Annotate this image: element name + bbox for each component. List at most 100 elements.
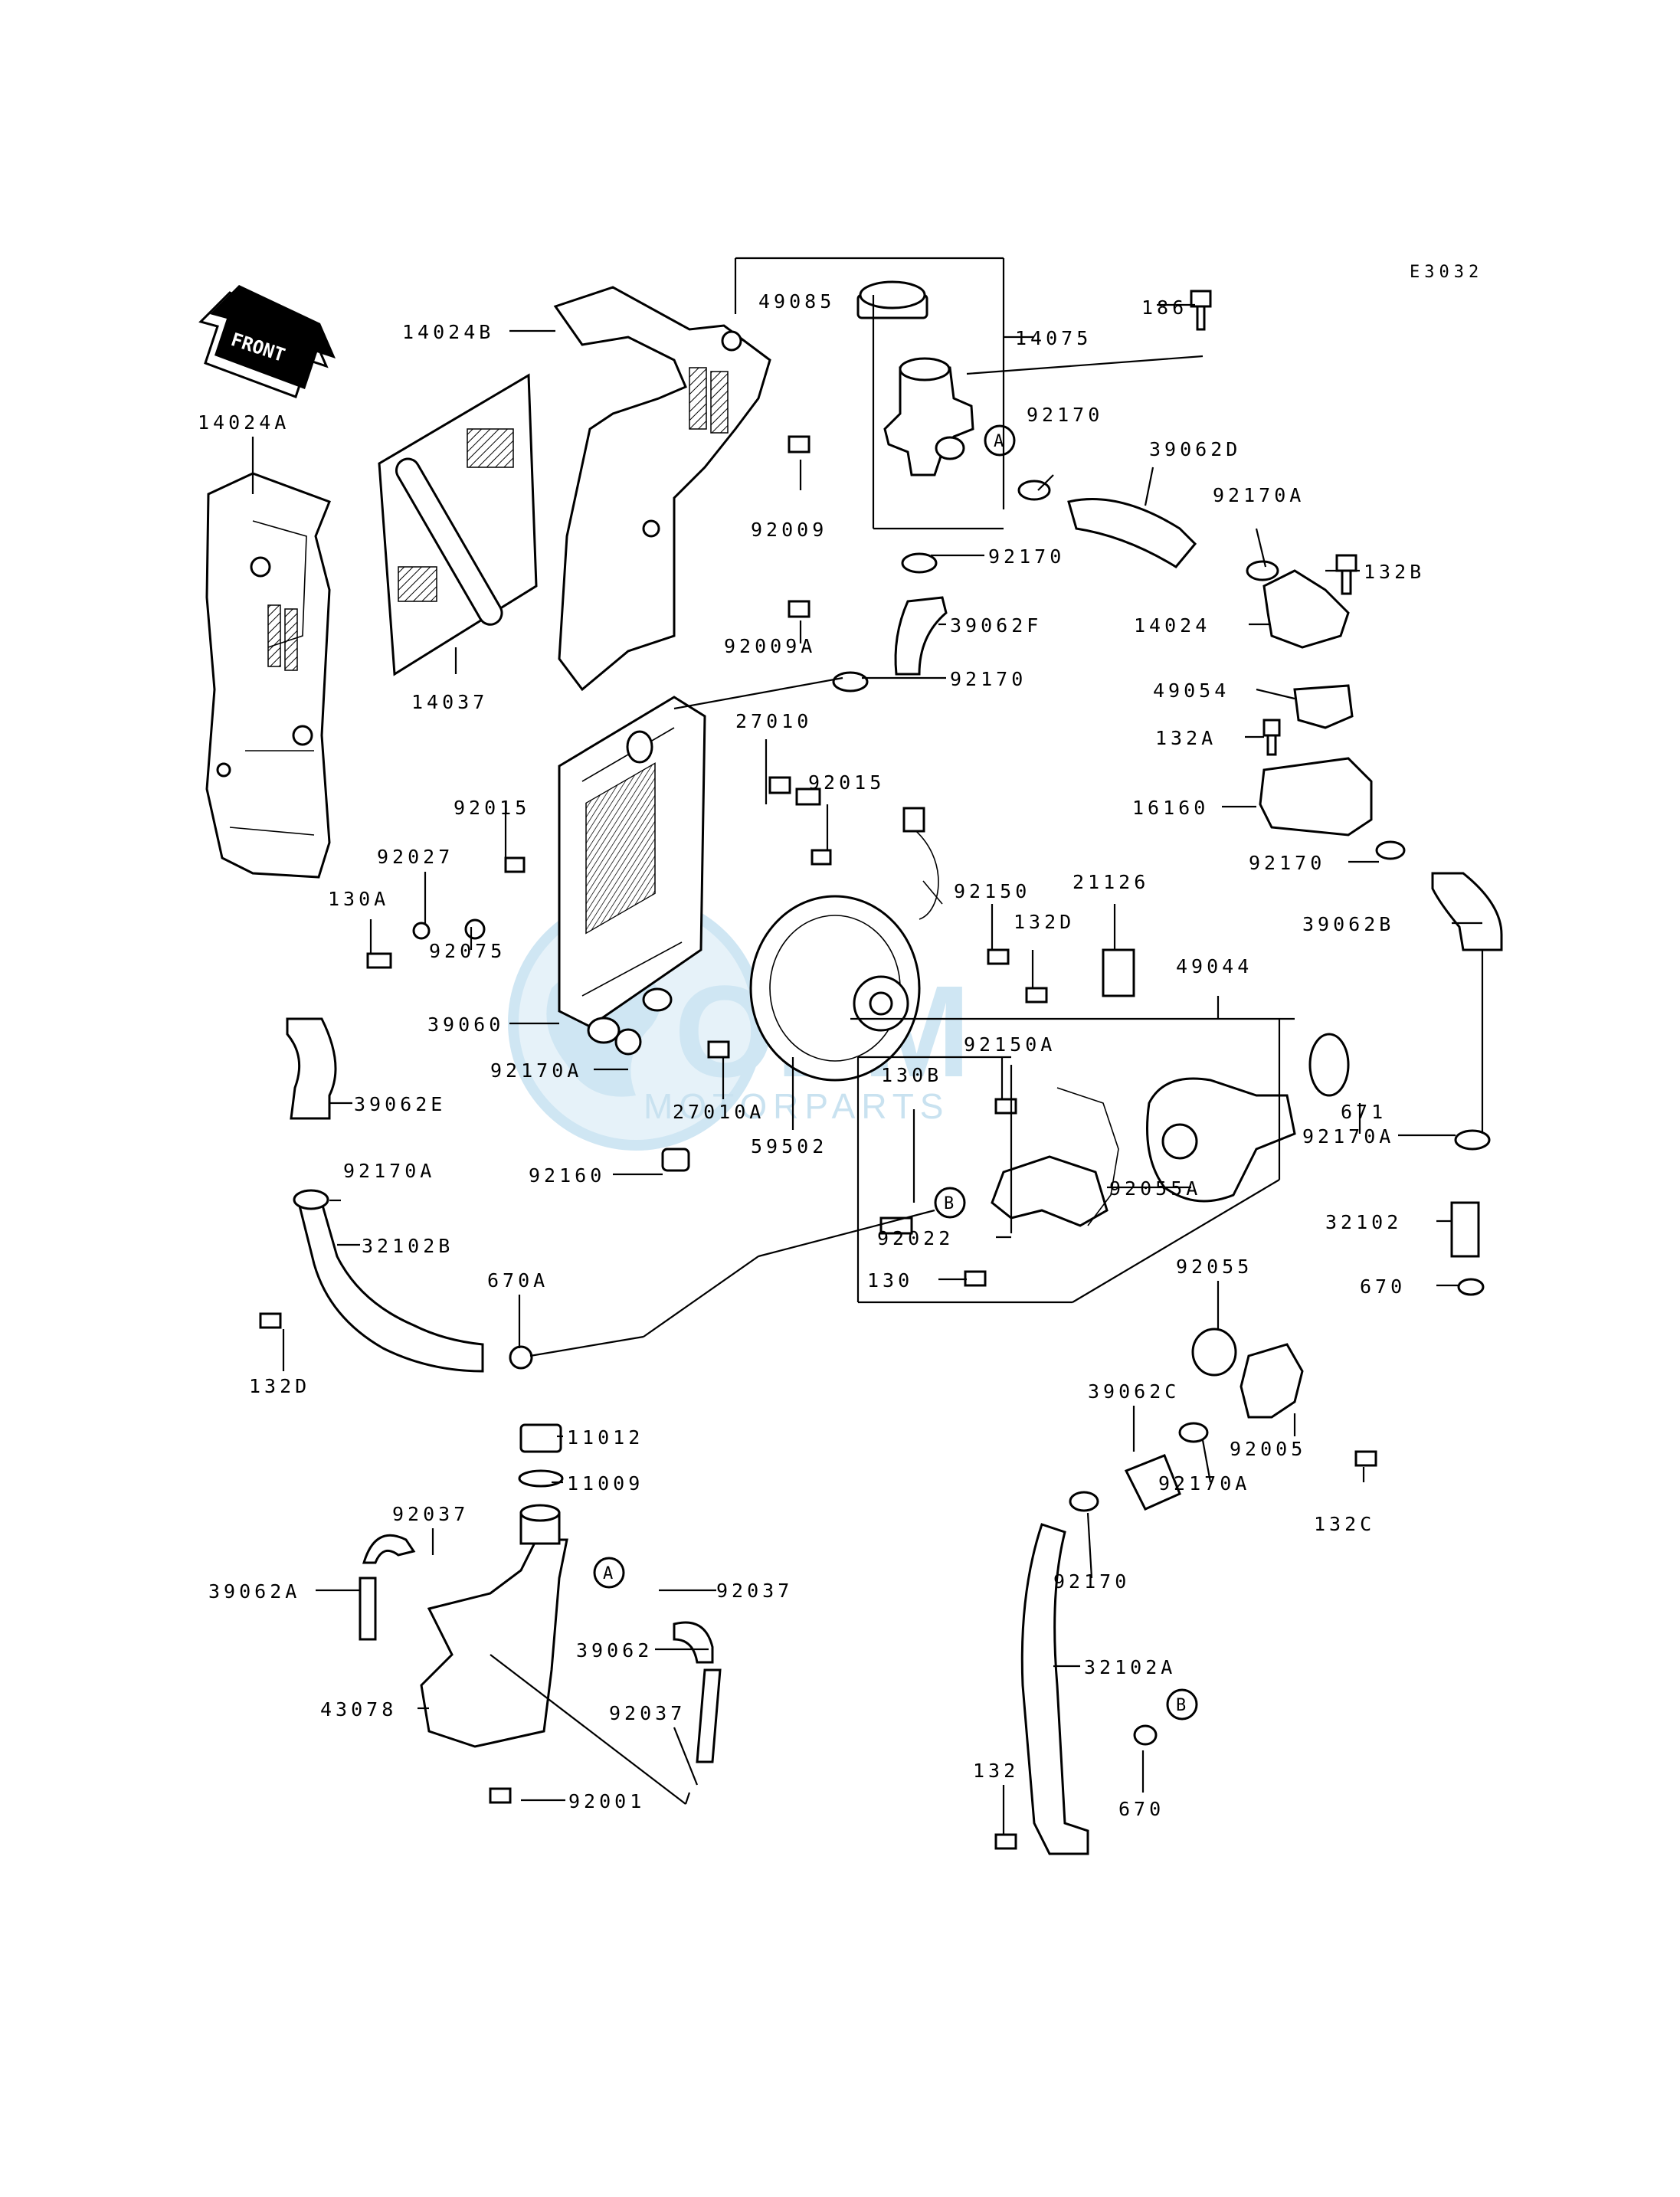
label-14024: 14024 — [1134, 614, 1210, 637]
label-59502: 59502 — [751, 1135, 827, 1157]
hose-39062c — [1124, 1454, 1181, 1511]
part-labels: 14024B 14024A 14037 92009 92009A 49085 1… — [198, 290, 1425, 1820]
label-92170-a: 92170 — [1027, 404, 1103, 426]
hose-39062e — [286, 1017, 337, 1120]
label-92037-c: 92037 — [609, 1702, 686, 1724]
o-ring-670a — [509, 1345, 533, 1370]
hose-39062 — [673, 1621, 714, 1664]
label-92022: 92022 — [877, 1227, 954, 1249]
label-92170-d: 92170 — [1249, 852, 1325, 874]
label-27010: 27010 — [735, 710, 812, 732]
pipe-32102b — [297, 1201, 484, 1373]
label-39062f: 39062F — [950, 614, 1042, 637]
label-39062c: 39062C — [1088, 1380, 1180, 1403]
pipe-32102a — [1020, 1523, 1089, 1855]
label-132b: 132B — [1364, 561, 1425, 583]
hose-39062b — [1431, 872, 1503, 951]
label-92170a-a: 92170A — [1213, 484, 1305, 506]
label-32102b: 32102B — [362, 1235, 454, 1257]
o-ring-670 — [1457, 1278, 1485, 1296]
callout-a-upper: A — [994, 432, 1004, 451]
label-92150: 92150 — [954, 880, 1030, 902]
label-670-a: 670 — [1360, 1275, 1406, 1298]
label-92037-b: 92037 — [716, 1580, 793, 1602]
label-16160: 16160 — [1132, 797, 1209, 819]
callout-b-lower: B — [1176, 1696, 1186, 1715]
label-92027: 92027 — [377, 846, 454, 868]
label-92170a-e: 92170A — [1158, 1472, 1250, 1495]
label-130a: 130A — [328, 888, 389, 910]
label-132a: 132A — [1155, 727, 1217, 749]
label-49054: 49054 — [1153, 679, 1230, 702]
thermostat-49054 — [1293, 684, 1354, 729]
label-14037: 14037 — [411, 691, 488, 713]
housing-16160 — [1259, 757, 1373, 837]
hose-39062d — [1067, 498, 1197, 568]
label-27010a: 27010A — [673, 1101, 765, 1123]
o-ring-92055 — [1191, 1328, 1237, 1377]
label-43078: 43078 — [320, 1698, 397, 1721]
label-39062e: 39062E — [354, 1093, 446, 1115]
pipe-32102 — [1450, 1201, 1480, 1258]
label-92170a-b: 92170A — [490, 1059, 582, 1082]
label-130b: 130B — [881, 1064, 942, 1086]
leader-lines — [251, 257, 1484, 1835]
callouts: A A B B — [593, 424, 1198, 1721]
label-14024b: 14024B — [402, 321, 494, 343]
label-92150a: 92150A — [964, 1033, 1056, 1056]
label-92170-e: 92170 — [1053, 1570, 1130, 1593]
label-92055: 92055 — [1176, 1256, 1253, 1278]
label-92170a-d: 92170A — [343, 1160, 435, 1182]
cap-11012 — [519, 1423, 562, 1453]
label-92009a: 92009A — [724, 635, 816, 657]
label-39062: 39062 — [576, 1639, 653, 1662]
label-92005: 92005 — [1230, 1438, 1306, 1460]
label-49085: 49085 — [758, 290, 835, 313]
callout-b-upper: B — [944, 1194, 954, 1213]
o-ring-670b — [1133, 1724, 1158, 1746]
water-pump-shape — [1146, 1077, 1296, 1203]
shroud-left-shape — [205, 472, 331, 879]
label-92075: 92075 — [429, 940, 506, 962]
label-21126: 21126 — [1073, 871, 1149, 893]
screen-shape — [378, 373, 538, 676]
label-92009: 92009 — [751, 519, 827, 541]
label-92170a-c: 92170A — [1302, 1125, 1394, 1148]
thermostat-housing-14024 — [1262, 569, 1350, 649]
label-130: 130 — [867, 1269, 913, 1292]
label-670-b: 670 — [1118, 1798, 1164, 1820]
label-92160: 92160 — [529, 1164, 605, 1187]
callout-a-lower: A — [603, 1564, 613, 1583]
label-132c: 132C — [1314, 1513, 1375, 1535]
label-92015-a: 92015 — [808, 771, 885, 794]
label-132: 132 — [973, 1760, 1019, 1782]
hose-39062f — [894, 596, 948, 676]
fasteners — [259, 290, 1491, 1850]
label-92170-b: 92170 — [988, 545, 1065, 568]
label-39062a: 39062A — [208, 1580, 300, 1603]
label-92001: 92001 — [568, 1790, 645, 1812]
label-49044: 49044 — [1176, 955, 1253, 977]
label-92015-b: 92015 — [454, 797, 530, 819]
label-671: 671 — [1341, 1101, 1387, 1123]
reservoir-shape — [420, 1538, 568, 1748]
label-92055a: 92055A — [1109, 1177, 1201, 1200]
label-670a: 670A — [487, 1269, 549, 1292]
label-32102a: 32102A — [1084, 1656, 1176, 1678]
label-186: 186 — [1141, 296, 1187, 319]
label-132d-a: 132D — [1014, 911, 1075, 933]
label-11009: 11009 — [567, 1472, 644, 1495]
o-ring-671 — [1308, 1033, 1350, 1097]
label-14075: 14075 — [1015, 327, 1092, 349]
pump-cover-shape — [991, 1155, 1109, 1227]
cover-92005 — [1240, 1343, 1304, 1419]
label-32102: 32102 — [1325, 1211, 1402, 1233]
hose-39062a — [359, 1577, 377, 1641]
diagram-code: E3032 — [1410, 263, 1483, 282]
label-92037-a: 92037 — [392, 1503, 469, 1525]
front-arrow: FRONT — [198, 285, 336, 398]
label-92170-c: 92170 — [950, 668, 1027, 690]
label-14024a: 14024A — [198, 411, 290, 434]
label-132d-b: 132D — [249, 1375, 310, 1397]
